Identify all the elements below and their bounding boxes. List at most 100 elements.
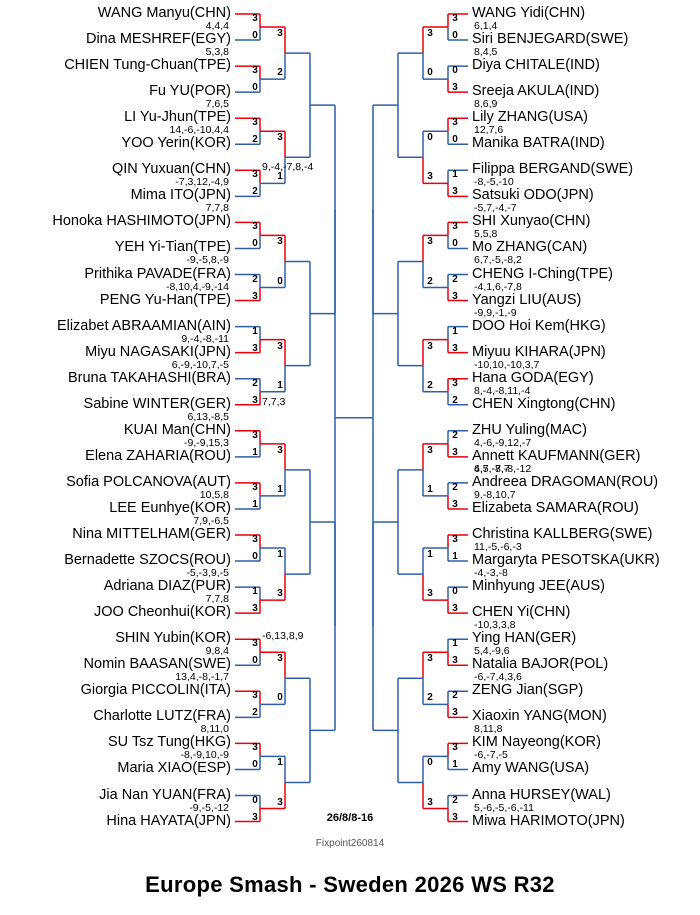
player-name: Lily ZHANG(USA): [472, 109, 589, 126]
set-count: 3: [252, 342, 258, 354]
set-count: 2: [427, 379, 433, 391]
match-score: -4,-3,-8: [474, 567, 508, 580]
set-count: 2: [452, 429, 458, 441]
match-score: -9,-5,-12: [189, 801, 229, 814]
player-name: Miyuu KIHARA(JPN): [472, 343, 606, 360]
set-count: 0: [452, 30, 458, 42]
set-count: 0: [427, 67, 433, 79]
player-name: Miyu NAGASAKI(JPN): [85, 343, 231, 360]
player-name: Filippa BERGAND(SWE): [472, 161, 634, 178]
set-count: 3: [252, 690, 258, 702]
player-name: Elizabet ABRAAMIAN(AIN): [56, 317, 231, 334]
player-name: Yangzi LIU(AUS): [472, 291, 582, 308]
player-name: Manika BATRA(IND): [472, 135, 605, 152]
player-name: Prithika PAVADE(FRA): [84, 265, 231, 282]
set-count: 0: [277, 275, 283, 287]
set-count: 0: [252, 759, 258, 771]
match-score: 8,11,8: [474, 723, 503, 736]
set-count: 3: [252, 169, 258, 181]
player-name: KIM Nayeong(KOR): [472, 734, 601, 751]
set-count: 2: [252, 186, 258, 198]
set-count: 3: [277, 653, 283, 665]
set-count: 3: [452, 117, 458, 129]
set-count: 1: [452, 325, 458, 337]
set-count: 1: [452, 169, 458, 181]
set-count: 2: [277, 67, 283, 79]
player-name: Elizabeta SAMARA(ROU): [472, 499, 639, 516]
set-count: 3: [452, 13, 458, 24]
match-score: -8,-9,10,-9: [180, 749, 229, 762]
set-count: 3: [252, 742, 258, 754]
player-name: CHEN Yi(CHN): [472, 604, 571, 621]
match-score: -6,-7,4,3,6: [474, 671, 522, 684]
player-name: DOO Hoi Kem(HKG): [472, 317, 606, 334]
page-title: Europe Smash - Sweden 2026 WS R32: [145, 872, 555, 897]
player-name: Anna HURSEY(WAL): [472, 786, 611, 803]
player-name: Dina MESHREF(EGY): [85, 31, 231, 48]
set-count: 3: [452, 82, 458, 94]
player-name: JOO Cheonhui(KOR): [94, 604, 231, 621]
player-name: Fu YU(POR): [149, 83, 231, 100]
player-name: Mo ZHANG(CAN): [472, 239, 588, 256]
player-name: KUAI Man(CHN): [123, 421, 231, 438]
player-name: SU Tsz Tung(HKG): [107, 734, 231, 751]
player-name: Bruna TAKAHASHI(BRA): [67, 369, 231, 386]
match-score: -6,13,8,9: [262, 630, 304, 643]
set-count: 3: [452, 290, 458, 302]
set-count: 1: [277, 379, 283, 391]
set-count: 1: [427, 483, 433, 495]
set-count: 3: [427, 28, 433, 40]
player-name: Xiaoxin YANG(MON): [472, 708, 607, 725]
match-score: 6,7,-7,7: [474, 462, 510, 475]
set-count: 0: [252, 238, 258, 250]
player-name: Giorgia PICCOLIN(ITA): [80, 682, 231, 699]
player-name: YEH Yi-Tian(TPE): [114, 239, 231, 256]
match-score: 7,9,-6,5: [193, 514, 229, 527]
match-score: 12,7,6: [474, 124, 504, 137]
match-score: -9,-5,8,-9: [186, 254, 229, 267]
set-count: 0: [252, 30, 258, 42]
set-count: 0: [452, 65, 458, 77]
set-count: 0: [252, 794, 258, 806]
set-count: 2: [252, 377, 258, 389]
set-count: 2: [252, 134, 258, 146]
match-score: -7,3,12,-4,9: [175, 176, 229, 189]
set-count: 2: [452, 273, 458, 285]
match-score: 5,3,8: [205, 46, 229, 59]
set-count: 3: [277, 340, 283, 352]
set-count: 0: [427, 757, 433, 769]
set-count: 3: [452, 446, 458, 458]
player-name: Nomin BAASAN(SWE): [83, 656, 231, 673]
set-count: 3: [452, 377, 458, 389]
match-score: 7,7,8: [205, 593, 229, 606]
player-name: CHIEN Tung-Chuan(TPE): [64, 57, 231, 74]
match-score: -5,7,-4,-7: [474, 202, 517, 215]
player-name: Sreeja AKULA(IND): [472, 83, 600, 100]
match-score: -8,-5,-10: [474, 176, 514, 189]
player-name: ZENG Jian(SGP): [472, 682, 584, 699]
set-count: 2: [427, 692, 433, 704]
player-name: Diya CHITALE(IND): [472, 57, 600, 74]
set-count: 2: [427, 275, 433, 287]
set-count: 2: [252, 707, 258, 719]
set-count: 3: [452, 534, 458, 545]
player-name: Christina KALLBERG(SWE): [472, 526, 653, 542]
set-count: 1: [277, 757, 283, 769]
match-score: 8,6,9: [474, 98, 498, 111]
player-name: Maria XIAO(ESP): [117, 760, 231, 777]
match-score: 6,13,-8,5: [187, 410, 229, 423]
set-count: 1: [277, 549, 283, 561]
set-count: 1: [452, 759, 458, 771]
match-score: 8,4,5: [474, 46, 498, 59]
match-score: 10,5,8: [199, 488, 229, 501]
set-count: 0: [277, 692, 283, 704]
player-name: Siri BENJEGARD(SWE): [472, 31, 629, 48]
date-label: 26/8/8-16: [326, 812, 374, 824]
player-name: CHENG I-Ching(TPE): [472, 265, 613, 282]
match-score: 8,-4,-8,11,-4: [474, 384, 531, 397]
match-score: -10,10,-10,3,7: [474, 358, 540, 371]
set-count: 3: [452, 707, 458, 719]
player-name: Nina MITTELHAM(GER): [72, 526, 231, 542]
set-count: 3: [252, 221, 258, 233]
